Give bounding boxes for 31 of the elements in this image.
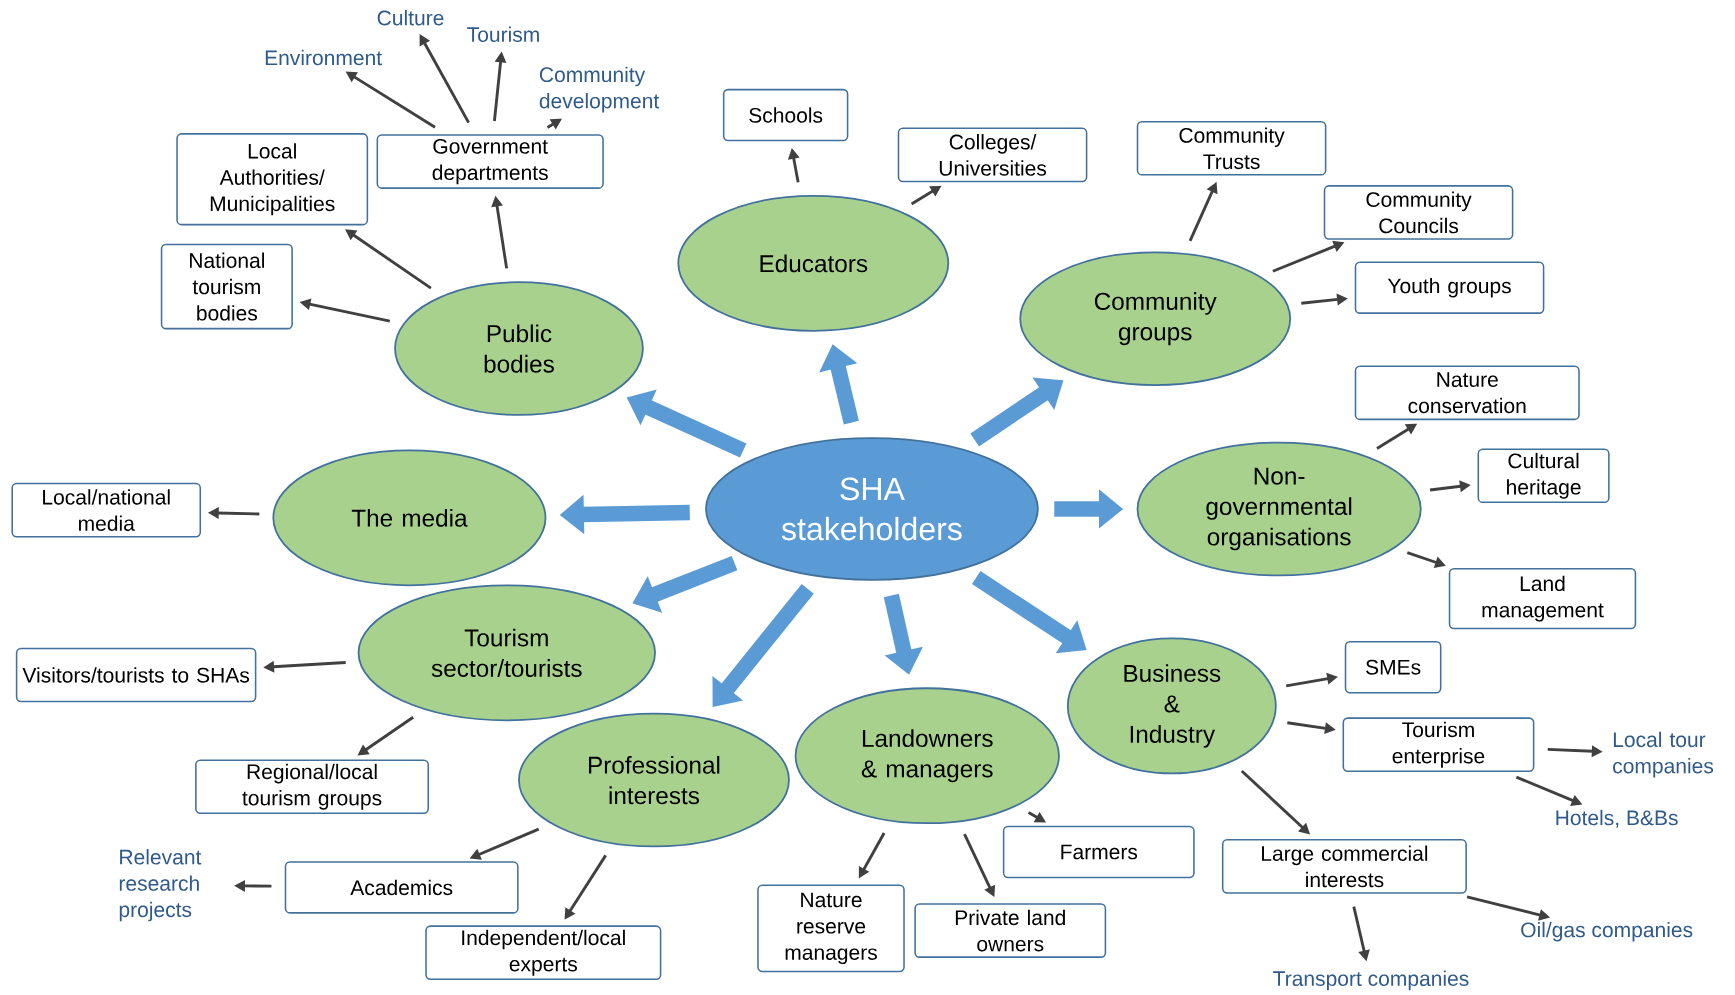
label-box: National tourism bodies (160, 243, 293, 330)
text-label: Oil/gas companies (1521, 922, 1693, 942)
text-label: Hotels, B&Bs (1556, 809, 1678, 828)
label-box: Academics (284, 861, 519, 914)
label-box: Tourism enterprise (1342, 717, 1535, 773)
label-box: Local Authorities/ Municipalities (176, 133, 369, 226)
label-box: Community Councils (1323, 185, 1514, 240)
label-box: Nature conservation (1354, 365, 1580, 421)
label-box: Independent/local experts (425, 925, 662, 981)
label-box: Youth groups (1354, 261, 1545, 315)
label-box: Nature reserve managers (757, 884, 905, 973)
text-label: Relevant research projects (119, 849, 202, 922)
text-label: Local tour companies (1613, 731, 1714, 778)
text-label: Environment (265, 49, 382, 66)
text-label: Transport companies (1273, 970, 1469, 991)
label-box: Local/national media (11, 482, 202, 538)
label-box: Visitors/tourists to SHAs (15, 647, 257, 703)
label-box: Schools (722, 88, 849, 142)
label-box: Community Trusts (1136, 121, 1327, 176)
label-box: Land management (1448, 568, 1637, 630)
label-box: Government departments (376, 134, 604, 189)
label-box: Farmers (1002, 825, 1195, 879)
text-label: Culture (377, 10, 444, 26)
label-box: Large commercial interests (1221, 839, 1467, 894)
text-label: Tourism (467, 26, 539, 43)
label-box: Colleges/ Universities (897, 127, 1088, 183)
label-box: SMEs (1344, 641, 1442, 694)
text-label: Community development (539, 66, 660, 113)
label-box: Cultural heritage (1477, 448, 1610, 504)
label-box: Private land owners (914, 903, 1107, 959)
label-box: Regional/local tourism groups (195, 759, 429, 815)
